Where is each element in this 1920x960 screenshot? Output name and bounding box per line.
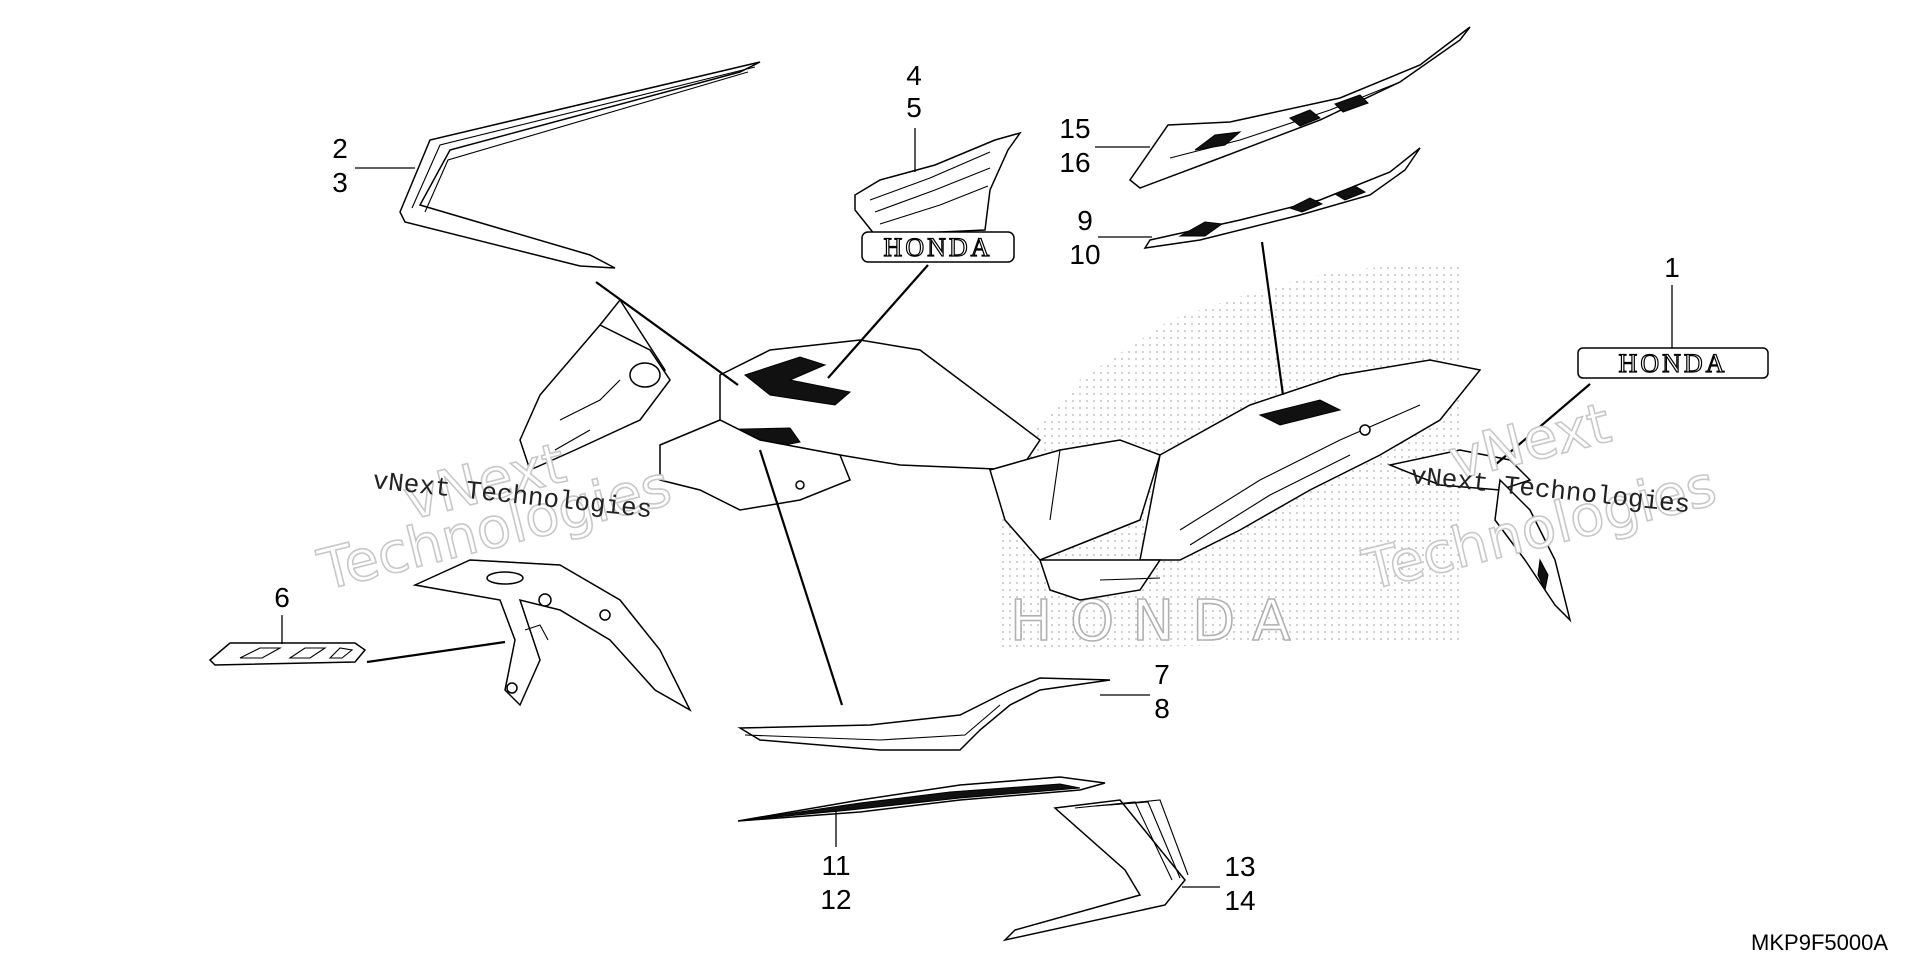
- motorcycle-body: [519, 298, 1572, 623]
- honda-tank-logo-text: HONDA: [884, 233, 993, 262]
- callout-15: 15: [1059, 113, 1090, 144]
- callout-12: 12: [820, 884, 851, 915]
- callout-8: 8: [1154, 693, 1170, 724]
- callout-11: 11: [821, 850, 850, 881]
- fairing-decal-small: [1143, 147, 1421, 249]
- abs-emblem: [208, 642, 367, 666]
- callout-labels: 2 3 4 5 15 16 9 10 1 6 7 8 11 12 13 14: [274, 60, 1680, 916]
- background-brand-text: HONDA: [1010, 589, 1309, 654]
- honda-rear-logo-text: HONDA: [1619, 349, 1728, 378]
- honda-wing-emblem: HONDA: [854, 131, 1022, 263]
- callout-13: 13: [1224, 851, 1255, 882]
- tank-stripe-upper: [399, 61, 761, 269]
- drawing-code: MKP9F5000A: [1751, 930, 1888, 955]
- callout-10: 10: [1069, 239, 1100, 270]
- rear-cowl-stripe: [1002, 799, 1189, 942]
- lower-cowl-stripe: [737, 776, 1106, 822]
- callout-3: 3: [332, 167, 348, 198]
- side-stripe-lower: [737, 677, 1111, 751]
- leader-lines: [281, 128, 1673, 888]
- callout-4: 4: [906, 60, 922, 91]
- callout-14: 14: [1224, 885, 1255, 916]
- front-fender: [412, 559, 692, 712]
- callout-1: 1: [1664, 252, 1680, 283]
- callout-9: 9: [1077, 205, 1093, 236]
- callout-2: 2: [332, 133, 348, 164]
- fairing-decal-large: [1128, 26, 1471, 189]
- callout-5: 5: [906, 92, 922, 123]
- callout-6: 6: [274, 582, 290, 613]
- honda-rear-logo: HONDA: [1577, 347, 1769, 379]
- callout-7: 7: [1154, 659, 1170, 690]
- callout-16: 16: [1059, 147, 1090, 178]
